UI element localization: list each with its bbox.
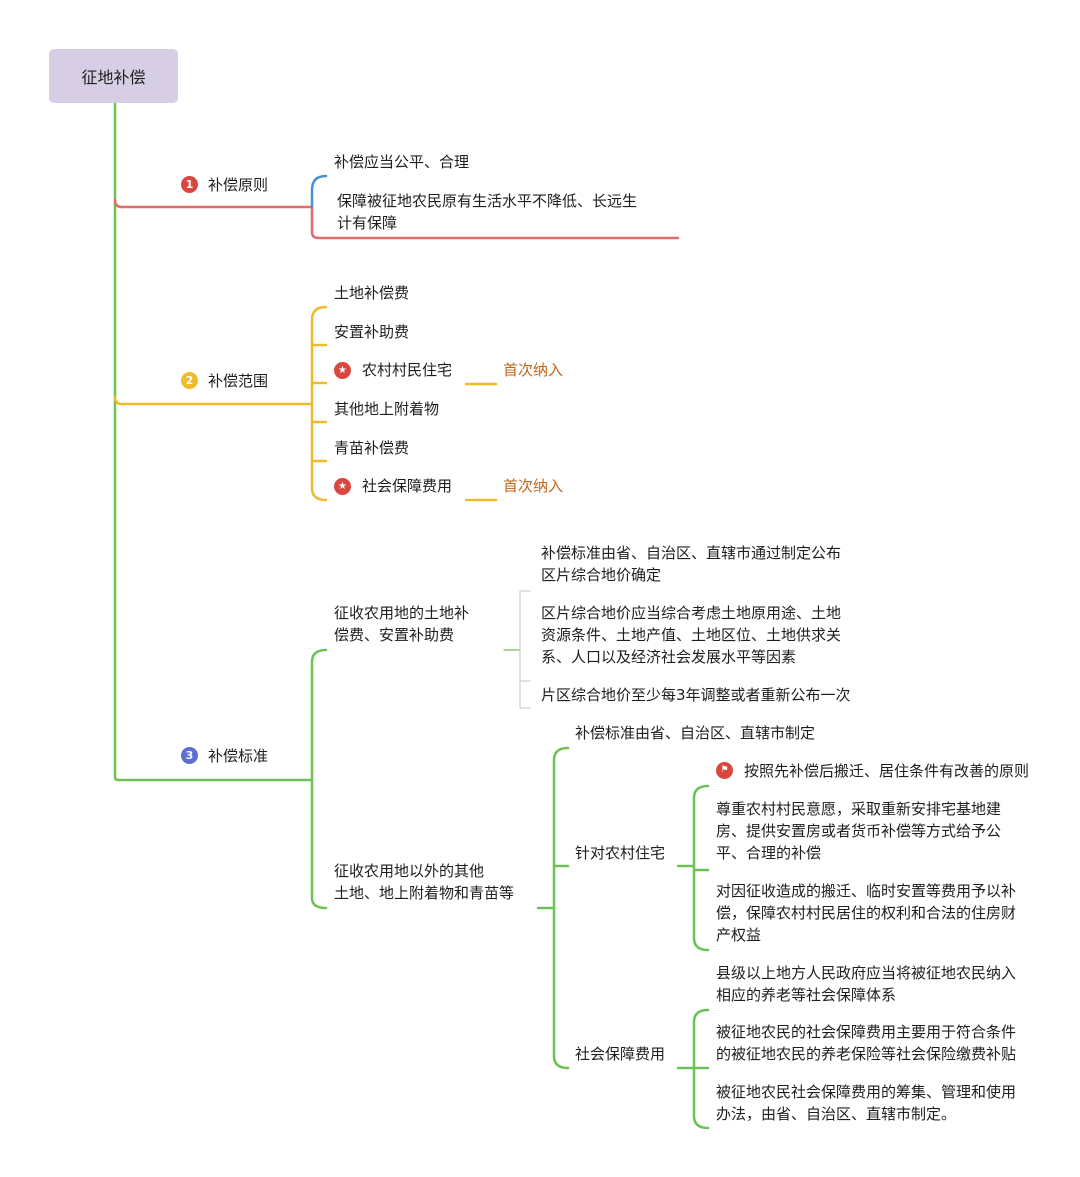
first-included-tag[interactable]: 首次纳入 [503, 477, 564, 495]
farm-item-2[interactable]: 区片综合地价应当综合考虑土地原用途、土地 [541, 604, 842, 622]
branch1-blue-line [310, 174, 328, 209]
scope-item-resettlement[interactable]: 安置补助费 [334, 323, 410, 341]
branch1-line [113, 198, 314, 209]
farm-label-line1[interactable]: 征收农用地的土地补 [334, 604, 470, 622]
farm-item-1-cont: 区片综合地价确定 [541, 566, 662, 584]
farm-bracket [519, 590, 531, 709]
principle-item-2[interactable]: 保障被征地农民原有生活水平不降低、长远生 [337, 192, 638, 210]
social-item-3-cont: 办法，由省、自治区、直辖市制定。 [716, 1105, 957, 1123]
housing-item-1[interactable]: 按照先补偿后搬迁、居住条件有改善的原则 [744, 762, 1030, 780]
social-item-1-cont: 相应的养老等社会保障体系 [716, 986, 897, 1004]
housing-item-2-cont-2: 平、合理的补偿 [716, 844, 822, 862]
housing-item-2[interactable]: 尊重农村村民意愿，采取重新安排宅基地建 [716, 800, 1002, 818]
farm-item-3[interactable]: 片区综合地价至少每3年调整或者重新公布一次 [541, 686, 851, 704]
farm-label-line2: 偿费、安置补助费 [334, 626, 455, 644]
social-item-3[interactable]: 被征地农民社会保障费用的筹集、管理和使用 [716, 1083, 1017, 1101]
star-icon: ★ [334, 362, 351, 379]
principle-item-2-cont: 计有保障 [337, 214, 398, 232]
number-badge-1: 1 [181, 176, 198, 193]
farm-item-2-cont-1: 资源条件、土地产值、土地区位、土地供求关 [541, 626, 842, 644]
first-included-tag[interactable]: 首次纳入 [503, 361, 564, 379]
branch-principle-label[interactable]: 补偿原则 [208, 176, 269, 194]
branch1-sub-line [310, 205, 680, 240]
social-item-1[interactable]: 县级以上地方人民政府应当将被征地农民纳入 [716, 964, 1017, 982]
number-badge-3: 3 [181, 747, 198, 764]
other-label-line2: 土地、地上附着物和青苗等 [334, 884, 515, 902]
other-label-line1[interactable]: 征收农用地以外的其他 [334, 862, 485, 880]
housing-item-3-cont-1: 偿，保障农村村民居住的权利和合法的住房财 [716, 904, 1017, 922]
other-bracket [552, 746, 570, 1070]
scope-item-land-fee[interactable]: 土地补偿费 [334, 284, 410, 302]
branch2-line [113, 395, 314, 406]
housing-item-3-cont-2: 产权益 [716, 926, 762, 944]
housing-bracket [692, 784, 710, 952]
principle-item-1[interactable]: 补偿应当公平、合理 [334, 153, 470, 171]
social-item-2[interactable]: 被征地农民的社会保障费用主要用于符合条件 [716, 1023, 1017, 1041]
branch3-bracket [310, 648, 328, 910]
branch-scope-label[interactable]: 补偿范围 [208, 372, 269, 390]
housing-label[interactable]: 针对农村住宅 [575, 844, 666, 862]
scope-item-housing[interactable]: 农村村民住宅 [362, 361, 453, 379]
trunk-line [113, 101, 314, 782]
social-label[interactable]: 社会保障费用 [575, 1045, 666, 1063]
star-icon: ★ [334, 478, 351, 495]
farm-item-1[interactable]: 补偿标准由省、自治区、直辖市通过制定公布 [541, 544, 842, 562]
root-node[interactable]: 征地补偿 [49, 49, 178, 103]
branch2-bracket [310, 305, 328, 502]
social-item-2-cont: 的被征地农民的养老保险等社会保险缴费补贴 [716, 1045, 1017, 1063]
housing-item-2-cont-1: 房、提供安置房或者货币补偿等方式给予公 [716, 822, 1002, 840]
flag-icon: ⚑ [716, 762, 733, 779]
number-badge-2: 2 [181, 372, 198, 389]
branch-standard-label[interactable]: 补偿标准 [208, 747, 269, 765]
farm-item-2-cont-2: 系、人口以及经济社会发展水平等因素 [541, 648, 797, 666]
scope-item-social[interactable]: 社会保障费用 [362, 477, 453, 495]
root-title: 征地补偿 [81, 68, 146, 87]
other-standard-item[interactable]: 补偿标准由省、自治区、直辖市制定 [575, 724, 816, 742]
scope-item-crops[interactable]: 青苗补偿费 [334, 439, 410, 457]
housing-item-3[interactable]: 对因征收造成的搬迁、临时安置等费用予以补 [716, 882, 1017, 900]
scope-item-attachments[interactable]: 其他地上附着物 [334, 400, 440, 418]
